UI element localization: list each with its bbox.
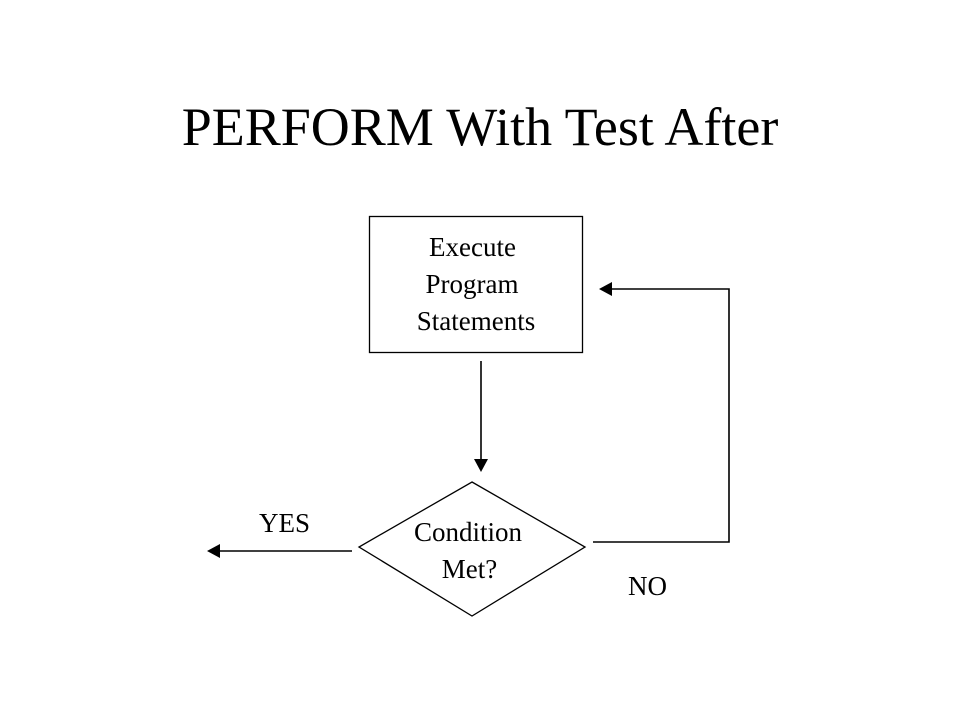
decision-diamond — [357, 481, 587, 617]
decision-label: Condition Met? — [398, 514, 538, 588]
arrowhead-left — [207, 544, 220, 558]
process-line: Execute — [429, 232, 516, 262]
arrowhead-loop-left — [599, 282, 612, 296]
process-line: Program — [425, 269, 519, 299]
arrowhead-down — [474, 459, 488, 472]
no-branch-label: NO — [628, 571, 667, 601]
process-box — [368, 215, 584, 354]
arrow-no-loop — [593, 288, 730, 543]
decision-line: Met? — [441, 554, 498, 584]
yes-branch-label: YES — [259, 508, 311, 538]
process-line: Statements — [416, 306, 536, 336]
slide-title: PERFORM With Test After — [181, 97, 779, 157]
decision-line: Condition — [413, 517, 522, 547]
process-label: Execute Program Statements — [370, 229, 582, 340]
